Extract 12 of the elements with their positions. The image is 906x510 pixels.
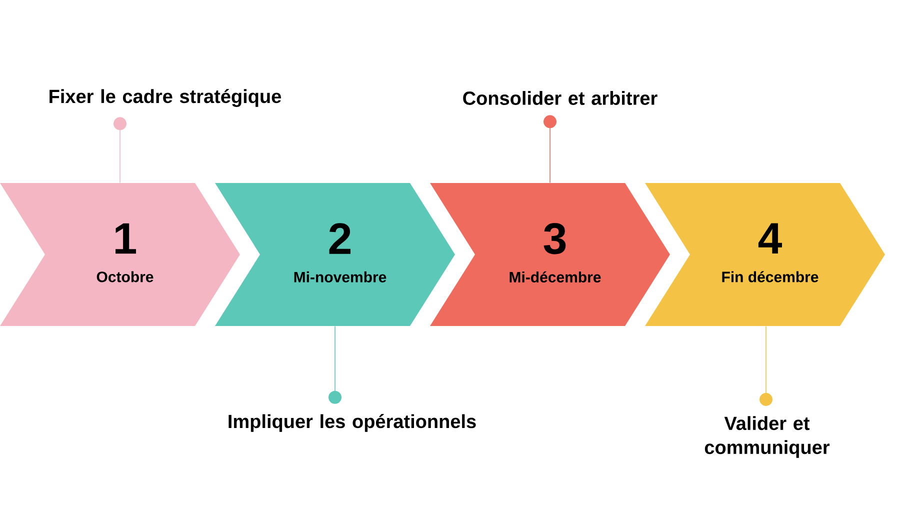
leader-line xyxy=(544,115,556,184)
step-label: Valider et communiquer xyxy=(704,416,830,458)
leader-line xyxy=(760,326,772,406)
leader-line xyxy=(114,117,126,184)
leader-line xyxy=(328,326,342,404)
step-label: Impliquer les opérationnels xyxy=(228,414,476,432)
step-text: 3 Mi-décembre xyxy=(510,223,601,282)
step-text: 1 Octobre xyxy=(96,223,154,282)
step-text: 4 Fin décembre xyxy=(722,223,818,282)
step-text: 2 Mi-novembre xyxy=(294,223,386,282)
step-label: Fixer le cadre stratégique xyxy=(50,89,281,107)
step-label: Consolider et arbitrer xyxy=(463,91,658,105)
